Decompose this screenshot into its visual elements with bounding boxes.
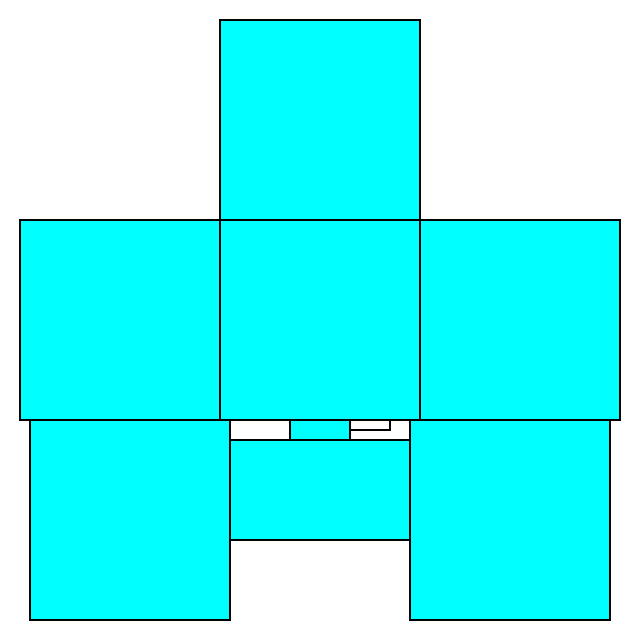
bottom-left-square — [29, 419, 231, 621]
bottom-center-rectangle — [229, 439, 411, 541]
right-square — [419, 219, 621, 421]
bottom-right-square — [409, 419, 611, 621]
left-square — [19, 219, 221, 421]
small-center-rectangle — [289, 419, 351, 441]
tiny-outline-rectangle — [349, 419, 391, 431]
top-square — [219, 19, 421, 221]
center-square — [219, 219, 421, 421]
